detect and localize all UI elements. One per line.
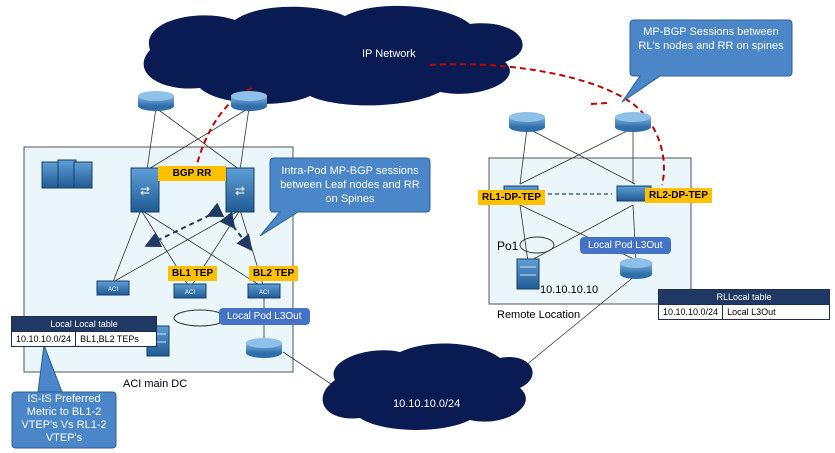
svg-text:⇄: ⇄ bbox=[140, 184, 150, 198]
callout-isis-shape bbox=[11, 344, 117, 449]
callout-mpbgp-remote: MP-BGP Sessions between RL's nodes and R… bbox=[638, 26, 784, 52]
mpbgp-session-remote bbox=[429, 63, 665, 186]
rl-table: RLLocal table 10.10.10.0/24 Local L3Out bbox=[658, 289, 830, 320]
bl1-tep-tag: BL1 TEP bbox=[168, 266, 218, 281]
callout-intra-pod-shape bbox=[259, 157, 431, 237]
bl2-tep-tag: BL2 TEP bbox=[249, 266, 299, 281]
spine-switch-icon: ⇄ bbox=[225, 167, 255, 213]
table-cell: 10.10.10.0/24 bbox=[12, 332, 77, 346]
leaf-switch-icon: ACI bbox=[247, 283, 281, 299]
server-icon bbox=[516, 258, 540, 290]
router-icon bbox=[246, 338, 282, 358]
table-cell: Local L3Out bbox=[727, 307, 776, 317]
router-icon bbox=[615, 112, 651, 132]
apic-cluster-icon bbox=[41, 159, 93, 189]
svg-text:⇄: ⇄ bbox=[235, 184, 245, 198]
leaf-switch-icon: ACI bbox=[173, 283, 207, 299]
po1-label: Po1 bbox=[497, 239, 519, 253]
remote-location-label: Remote Location bbox=[497, 309, 581, 321]
callout-isis: IS-IS Preferred Metric to BL1-2 VTEP's V… bbox=[21, 393, 107, 444]
svg-text:ACI: ACI bbox=[259, 290, 269, 296]
subnet-cloud-label: 10.10.10.0/24 bbox=[393, 398, 461, 410]
spine-switch-icon: ⇄ bbox=[130, 167, 160, 213]
table-cell: 10.10.10.0/24 bbox=[659, 305, 724, 319]
rl1-dp-tep-tag: RL1-DP-TEP bbox=[478, 190, 545, 205]
rl2-dp-tep-tag: RL2-DP-TEP bbox=[645, 188, 712, 203]
router-icon bbox=[509, 112, 545, 132]
svg-text:ACI: ACI bbox=[108, 287, 118, 293]
svg-text:ACI: ACI bbox=[185, 290, 195, 296]
router-icon bbox=[138, 91, 174, 111]
table-cell: BL1,BL2 TEPs bbox=[80, 334, 139, 344]
table-row: 10.10.10.0/24 Local L3Out bbox=[659, 304, 829, 319]
rl-table-header: RLLocal table bbox=[659, 290, 829, 304]
router-icon bbox=[231, 91, 267, 111]
intra-pod-arrow-right bbox=[219, 211, 253, 252]
bgp-rr-tag: BGP RR bbox=[158, 166, 226, 181]
local-l3out-remote-pill: Local Pod L3Out bbox=[580, 237, 671, 254]
remote-ip-label: 10.10.10.10 bbox=[540, 284, 599, 296]
subnet-cloud bbox=[322, 343, 533, 430]
intra-pod-arrow-left bbox=[144, 202, 225, 247]
callout-mpbgp-remote-shape bbox=[621, 19, 793, 103]
ip-network-cloud bbox=[143, 5, 523, 106]
leaf-switch-icon: ACI bbox=[96, 280, 130, 296]
router-icon bbox=[620, 258, 652, 279]
callout-intra-pod: Intra-Pod MP-BGP sessions between Leaf n… bbox=[280, 165, 420, 205]
mpbgp-session-short bbox=[589, 102, 608, 105]
local-table-header: Local Local table bbox=[12, 317, 156, 331]
port-channel-ellipse bbox=[519, 236, 555, 254]
local-table: Local Local table 10.10.10.0/24 BL1,BL2 … bbox=[11, 316, 157, 347]
aci-main-dc-label: ACI main DC bbox=[123, 378, 188, 390]
local-l3out-main-pill: Local Pod L3Out bbox=[219, 308, 310, 325]
table-row: 10.10.10.0/24 BL1,BL2 TEPs bbox=[12, 331, 156, 346]
remote-links bbox=[519, 127, 637, 371]
ip-network-label: IP Network bbox=[362, 48, 416, 60]
